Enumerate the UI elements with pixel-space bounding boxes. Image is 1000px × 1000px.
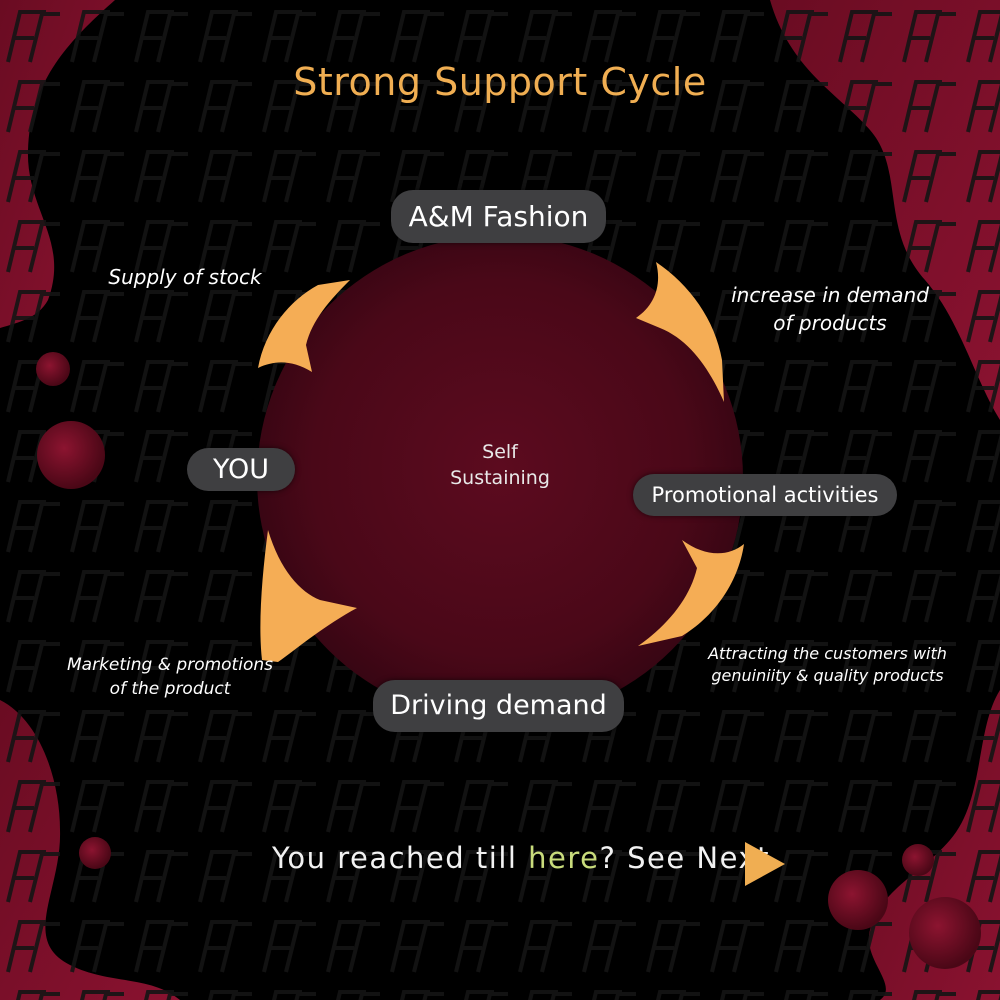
edge-label-line: Attracting the customers with: [708, 644, 947, 663]
center-label-line1: Self: [482, 441, 518, 463]
footer-text: You reached till here? See Next: [272, 841, 770, 885]
edge-label-line: genuiniity & quality products: [711, 666, 944, 685]
node-am-fashion: A&M Fashion: [391, 190, 606, 243]
node-promotional-activities: Promotional activities: [633, 474, 897, 516]
node-you: YOU: [187, 448, 295, 491]
edge-label-attracting-customers: Attracting the customers with genuiniity…: [690, 643, 965, 687]
edge-label-line: of the product: [109, 679, 231, 699]
arrow-top-left-icon: [258, 280, 350, 372]
node-driving-demand: Driving demand: [373, 680, 624, 732]
edge-label-line: Marketing & promotions: [67, 655, 273, 675]
arrow-top-right-icon: [636, 262, 724, 402]
arrow-bottom-left-icon: [260, 530, 357, 662]
footer-highlight: here: [528, 841, 600, 875]
footer-suffix: ? See Next: [599, 841, 770, 875]
play-arrow-icon[interactable]: [742, 838, 788, 890]
center-label-line2: Sustaining: [450, 467, 550, 489]
center-label: Self Sustaining: [430, 439, 570, 491]
center-circle: [257, 235, 743, 721]
arrow-bottom-right-icon: [638, 540, 744, 646]
edge-label-marketing-promotions: Marketing & promotions of the product: [50, 653, 290, 701]
edge-label-line: of products: [773, 311, 887, 335]
footer-prefix: You reached till: [272, 841, 529, 875]
edge-label-supply-of-stock: Supply of stock: [108, 265, 262, 289]
edge-label-increase-in-demand: increase in demand of products: [715, 281, 945, 337]
diagram-title: Strong Support Cycle: [293, 60, 707, 104]
edge-label-line: increase in demand: [731, 283, 929, 307]
